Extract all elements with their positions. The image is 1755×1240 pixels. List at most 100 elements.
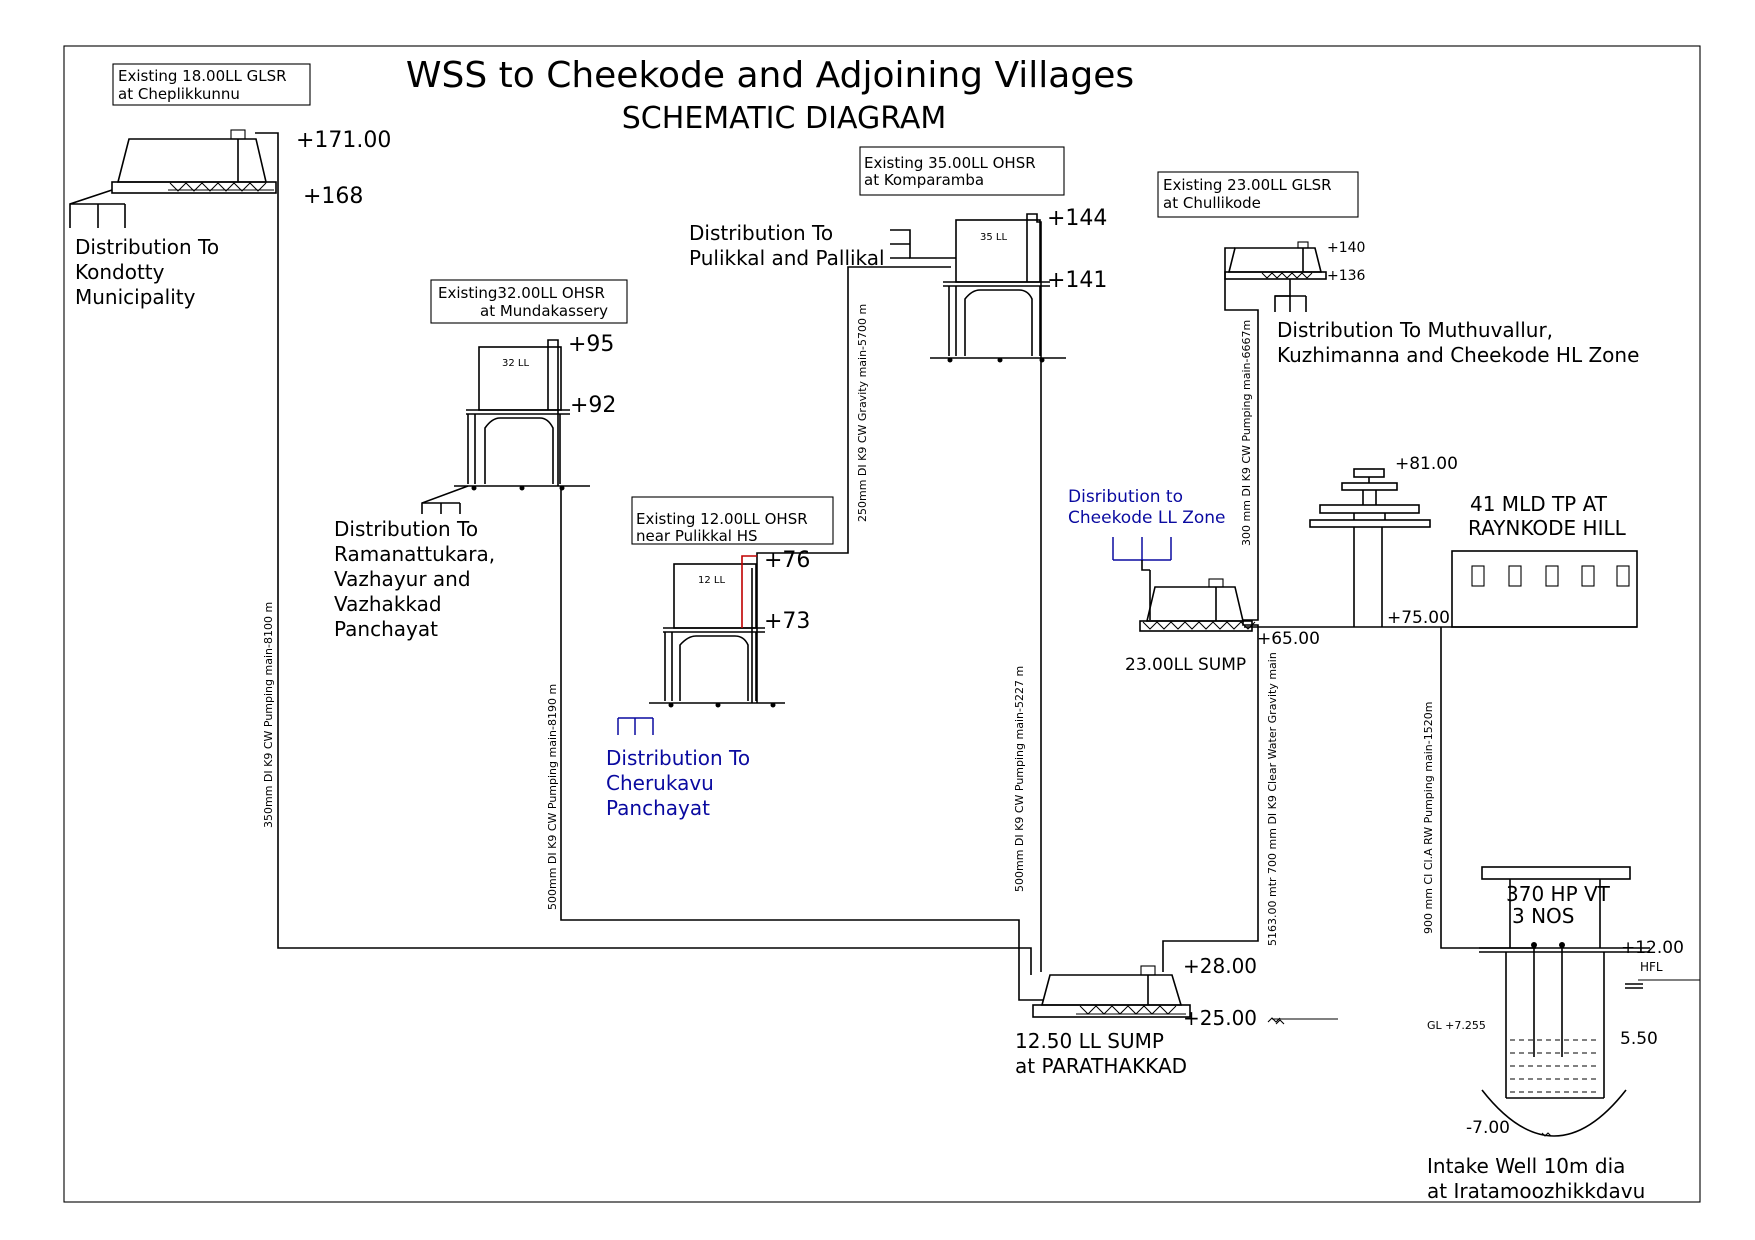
label-komparamba-2: at Komparamba <box>864 171 984 189</box>
label-chullikode-2: at Chullikode <box>1163 194 1261 212</box>
sump-hatch <box>1076 1005 1186 1015</box>
label-box-mundakassery <box>430 279 628 324</box>
bottom-marker <box>1541 1132 1552 1137</box>
pipe-300mm <box>1224 261 1259 621</box>
level-mundakassery-top: +95 <box>568 332 614 357</box>
label-parathakkad-2: at PARATHAKKAD <box>1015 1054 1187 1078</box>
label-tp-2: RAYNKODE HILL <box>1468 516 1627 540</box>
label-chullikode-1: Existing 23.00LL GLSR <box>1163 176 1332 194</box>
dist-kondotty-1: Distribution To <box>75 235 219 259</box>
ohsr-columns <box>948 286 1041 356</box>
level-chullikode-top: +140 <box>1327 240 1365 256</box>
glsr-base <box>111 181 277 194</box>
ohsr-container <box>673 563 757 629</box>
intake-well: 370 HP VT 3 NOS +12.00 HFL GL +7.255 5.5… <box>1427 866 1700 1203</box>
label-pump-1: 370 HP VT <box>1506 882 1611 906</box>
label-parathakkad-1: 12.50 LL SUMP <box>1015 1029 1164 1053</box>
riser-komparamba <box>1026 213 1042 282</box>
label-box-pulikkal <box>631 496 834 545</box>
pipe-250mm-gravity <box>756 266 951 568</box>
sump-body <box>1040 974 1183 1006</box>
pipe-label-500mm-b: 500mm DI K9 CW Pumping main-5227 m <box>1013 666 1026 892</box>
glsr-hatch <box>168 182 274 192</box>
level-komparamba-top: +144 <box>1047 206 1107 231</box>
sump-23ll: Disribution to Cheekode LL Zone +65.00 2… <box>1068 487 1320 675</box>
label-komparamba-1: Existing 35.00LL OHSR <box>864 154 1036 172</box>
level-intake-bottom: -7.00 <box>1466 1118 1510 1138</box>
pipe-label-700mm: 5163.00 mtr 700 mm DI K9 Clear Water Gra… <box>1266 652 1279 946</box>
label-gl: GL +7.255 <box>1427 1019 1486 1032</box>
tank-cheplikkunnu: Existing 18.00LL GLSR at Cheplikkunnu +1… <box>69 63 391 309</box>
dist-ramanattukara-3: Vazhayur and <box>334 567 471 591</box>
riser-pulikkal <box>741 555 757 628</box>
level-chullikode-bottom: +136 <box>1327 268 1366 284</box>
label-hfl: HFL <box>1640 960 1663 974</box>
dist-ramanattukara-2: Ramanattukara, <box>334 542 495 566</box>
label-cheplikkunnu-1: Existing 18.00LL GLSR <box>118 67 287 85</box>
dist-cherukavu-2: Cherukavu <box>606 771 714 795</box>
dist-cherukavu-3: Panchayat <box>606 796 710 820</box>
pipe-label-300mm: 300 mm DI K9 CW Pumping main-6667m <box>1240 320 1253 546</box>
dist-kondotty-3: Municipality <box>75 285 196 309</box>
tower-cap <box>1353 468 1385 478</box>
pipe-label-350mm: 350mm DI K9 CW Pumping main-8100 m <box>262 602 275 828</box>
sump-hatch <box>1142 621 1256 630</box>
level-cheplikkunnu-top: +171.00 <box>296 128 391 153</box>
diagram-title: WSS to Cheekode and Adjoining Villages <box>406 55 1134 96</box>
label-tp-1: 41 MLD TP AT <box>1470 492 1608 516</box>
pipe-350mm <box>255 132 1032 975</box>
intake-bowl <box>1481 1089 1627 1137</box>
dist-kondotty-2: Kondotty <box>75 260 165 284</box>
capacity-mundakassery: 32 LL <box>502 358 529 369</box>
glsr-body <box>1227 247 1323 273</box>
valve-icon <box>1297 241 1309 249</box>
level-pulikkal-bottom: +73 <box>764 609 810 634</box>
ohsr-columns <box>467 414 561 484</box>
diagram-subtitle: SCHEMATIC DIAGRAM <box>622 101 946 136</box>
label-box-komparamba <box>859 146 1065 196</box>
label-mundakassery-2: at Mundakassery <box>480 302 608 320</box>
label-cheplikkunnu-2: at Cheplikkunnu <box>118 85 240 103</box>
dist-pipe <box>69 189 113 228</box>
tp-building <box>1451 550 1638 628</box>
valve-icon <box>1140 965 1156 976</box>
pipe-label-900mm: 900 mm CI Cl.A RW Pumping main-1520m <box>1422 702 1435 934</box>
dist-muthuvallur-2: Kuzhimanna and Cheekode HL Zone <box>1277 343 1639 367</box>
hfl-marker <box>1625 983 1643 989</box>
pipe-label-250mm: 250mm DI K9 CW Gravity main-5700 m <box>856 304 869 522</box>
dist-pulikkal-2: Pulikkal and Pallikal <box>689 246 885 270</box>
level-sump23: +65.00 <box>1257 629 1320 649</box>
dist-ramanattukara-5: Panchayat <box>334 617 438 641</box>
intake-roof <box>1481 866 1631 880</box>
ohsr-columns <box>664 632 757 701</box>
valve-icon <box>230 129 246 140</box>
dist-cheekode-ll-1: Disribution to <box>1068 487 1183 507</box>
glsr-hatch <box>1261 272 1313 279</box>
capacity-pulikkal: 12 LL <box>698 575 725 586</box>
level-parathakkad-bottom: +25.00 <box>1183 1006 1257 1030</box>
label-intake-1: Intake Well 10m dia <box>1427 1154 1625 1178</box>
riser-mundakassery <box>547 339 559 486</box>
water-pattern <box>1510 1039 1600 1093</box>
tank-pulikkal-hs: Existing 12.00LL OHSR near Pulikkal HS 1… <box>606 496 834 820</box>
dist-ramanattukara-1: Distribution To <box>334 517 478 541</box>
level-pulikkal-top: +76 <box>764 548 810 573</box>
dist-pulikkal-1: Distribution To <box>689 221 833 245</box>
label-box-chullikode <box>1157 171 1359 218</box>
label-sump23: 23.00LL SUMP <box>1125 655 1246 675</box>
level-tp-tower: +81.00 <box>1395 454 1458 474</box>
level-tp-ground: +75.00 <box>1387 608 1450 628</box>
label-pulikkal-1: Existing 12.00LL OHSR <box>636 510 808 528</box>
level-cheplikkunnu-bottom: +168 <box>303 184 363 209</box>
sump-parathakkad: +28.00 +25.00 12.50 LL SUMP at PARATHAKK… <box>1015 954 1338 1078</box>
label-box-cheplikkunnu <box>112 63 311 106</box>
dist-cherukavu-1: Distribution To <box>606 746 750 770</box>
tank-chullikode: Existing 23.00LL GLSR at Chullikode +140… <box>1157 171 1639 367</box>
label-intake-2: at Iratamoozhikkdavu <box>1427 1179 1645 1203</box>
tank-mundakassery: Existing32.00LL OHSR at Mundakassery 32 … <box>334 279 628 641</box>
pipe-500mm-mundakassery <box>560 487 1043 1001</box>
dist-cheekode-ll-2: Cheekode LL Zone <box>1068 508 1225 528</box>
level-komparamba-bottom: +141 <box>1047 268 1107 293</box>
label-pulikkal-2: near Pulikkal HS <box>636 527 758 545</box>
